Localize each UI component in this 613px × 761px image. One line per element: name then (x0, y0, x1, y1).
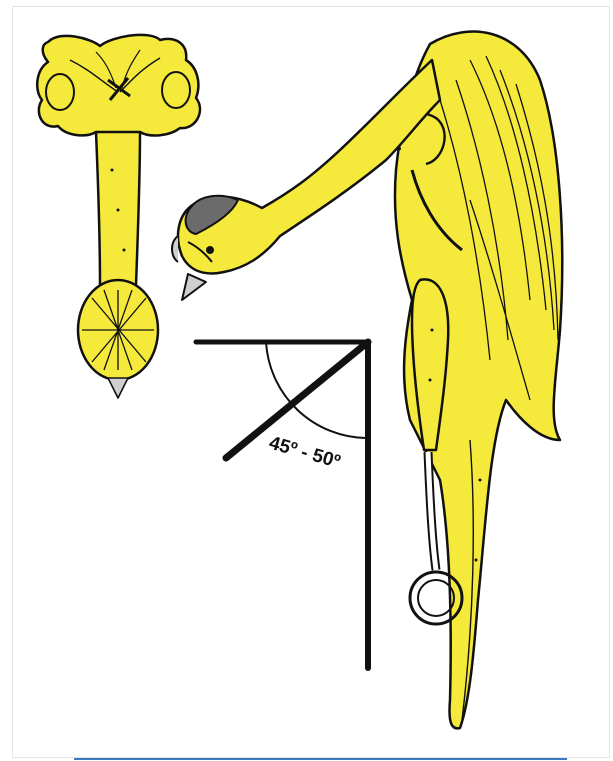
angle-label: 45º - 50º (267, 433, 343, 473)
bottom-divider (74, 758, 567, 760)
bird-side-view (395, 32, 562, 729)
bird-front-view (37, 35, 200, 398)
angle-indicator (196, 342, 368, 668)
